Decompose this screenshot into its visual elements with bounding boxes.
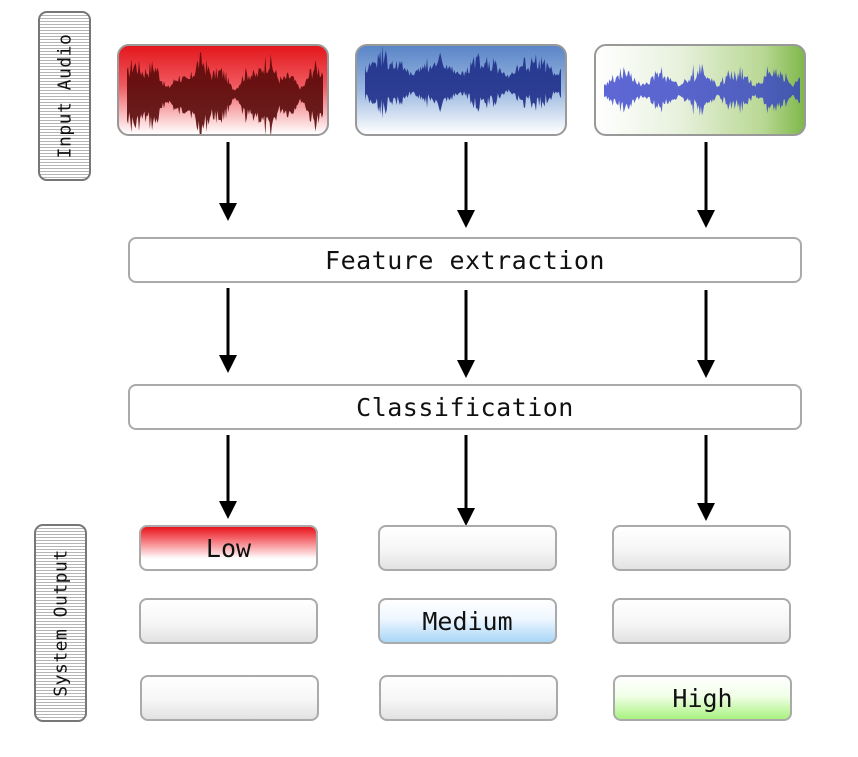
- waveform-shape: [604, 63, 800, 116]
- arrow-head: [457, 210, 475, 228]
- output-empty: [378, 525, 557, 571]
- system-output-label-box: System Output: [34, 524, 87, 722]
- output-medium: Medium: [378, 598, 557, 644]
- waveform-shape: [127, 51, 323, 134]
- output-high-label: High: [672, 683, 733, 713]
- input-audio-label-box: Input Audio: [38, 11, 91, 181]
- output-empty: [139, 598, 318, 644]
- audio-input-green: [594, 44, 806, 136]
- arrow-head: [697, 210, 715, 228]
- audio-input-blue: [355, 44, 567, 136]
- arrow-head: [219, 501, 237, 519]
- feature-extraction-box: Feature extraction: [128, 237, 802, 283]
- output-empty: [612, 598, 791, 644]
- arrow-head: [457, 360, 475, 378]
- output-medium-label: Medium: [422, 606, 513, 636]
- waveform-icon: [127, 51, 323, 134]
- output-low: Low: [139, 525, 318, 571]
- classification-box: Classification: [128, 384, 802, 430]
- arrow-head: [697, 360, 715, 378]
- output-empty: [140, 675, 319, 721]
- output-empty: [612, 525, 791, 571]
- output-low-label: Low: [205, 533, 252, 563]
- output-high: High: [613, 675, 792, 721]
- waveform-shape: [365, 46, 561, 119]
- arrow-head: [697, 503, 715, 521]
- audio-input-red: [117, 44, 329, 136]
- feature-extraction-label: Feature extraction: [325, 245, 605, 275]
- waveform-icon: [604, 63, 800, 116]
- arrow-head: [219, 203, 237, 221]
- output-empty: [379, 675, 558, 721]
- arrow-head: [457, 508, 475, 526]
- classification-label: Classification: [356, 392, 574, 422]
- waveform-icon: [365, 46, 561, 119]
- arrow-head: [219, 355, 237, 373]
